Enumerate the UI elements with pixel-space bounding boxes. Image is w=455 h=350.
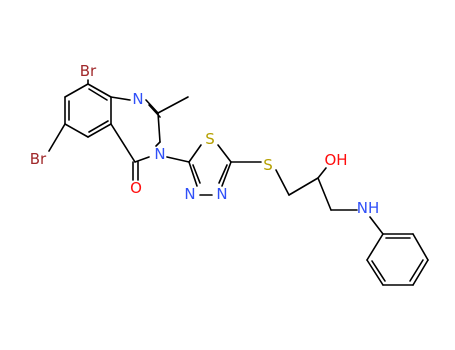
bond-lines [48,79,429,286]
carbonyl-oxygen-label: O [130,179,142,197]
amine-label: NH [357,199,380,217]
thiadiazole-sulfur-label: S [205,130,215,148]
bromine-label-left: Br [30,150,47,168]
hydroxyl-label: OH [324,151,347,169]
bromine-label-top: Br [80,62,97,80]
thiadiazole-nitrogen-label-1: N [184,185,195,203]
nitrogen-label-3: N [154,145,165,163]
thiadiazole-nitrogen-label-2: N [216,185,227,203]
nitrogen-label-1: N [132,90,143,108]
thioether-sulfur-label: S [263,156,273,174]
atom-labels: Br Br N N O S N N S OH NH [30,62,379,217]
